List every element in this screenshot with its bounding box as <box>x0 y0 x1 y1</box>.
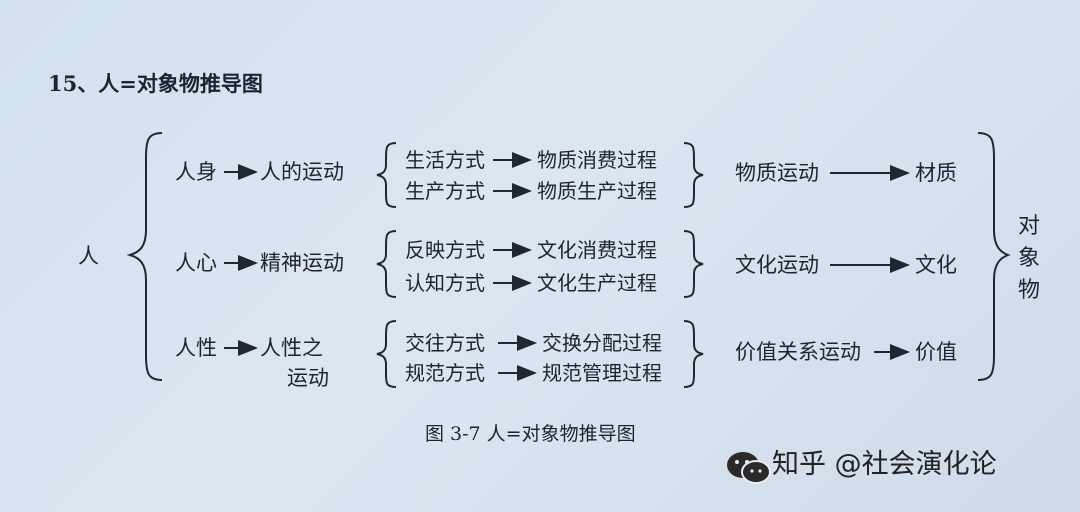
row2-mode1: 反映方式 <box>405 238 485 262</box>
row2-movement: 精神运动 <box>260 251 344 275</box>
row3-mode2: 规范方式 <box>405 361 485 385</box>
row3-right-brace <box>683 320 704 388</box>
row2-result: 文化 <box>915 253 957 277</box>
row1-right-brace <box>683 142 704 208</box>
row3-mode1: 交往方式 <box>405 331 485 355</box>
row1-mode1: 生活方式 <box>405 148 485 172</box>
row3-movement-line1: 人性之 <box>260 336 323 360</box>
watermark-text: 知乎 @社会演化论 <box>772 449 997 480</box>
row3-movement-line2: 运动 <box>287 366 329 390</box>
row1-source: 人身 <box>175 160 217 184</box>
row2-source: 人心 <box>175 251 217 275</box>
root-node: 人 <box>78 244 99 268</box>
target-char-1: 对 <box>1018 214 1041 239</box>
row1-left-brace <box>376 142 397 208</box>
row3-aggregate: 价值关系运动 <box>735 340 861 364</box>
figure-caption: 图 3-7 人=对象物推导图 <box>425 423 636 445</box>
row2-process2: 文化生产过程 <box>537 271 657 295</box>
row2-mode2: 认知方式 <box>405 271 485 295</box>
row3-result: 价值 <box>915 340 957 364</box>
row3-left-brace <box>376 320 397 388</box>
root-brace <box>126 132 163 381</box>
target-brace <box>977 132 1011 381</box>
row2-right-brace <box>683 230 704 298</box>
row1-mode2: 生产方式 <box>405 179 485 203</box>
row3-process1: 交换分配过程 <box>542 331 662 355</box>
row3-process2: 规范管理过程 <box>542 361 662 385</box>
page-title: 15、人=对象物推导图 <box>48 71 263 96</box>
row1-process1: 物质消费过程 <box>537 148 657 172</box>
target-char-3: 物 <box>1018 278 1041 303</box>
row1-process2: 物质生产过程 <box>537 179 657 203</box>
target-char-2: 象 <box>1018 246 1041 271</box>
row2-left-brace <box>376 230 397 298</box>
row1-aggregate: 物质运动 <box>735 161 819 185</box>
row2-aggregate: 文化运动 <box>735 253 819 277</box>
row1-movement: 人的运动 <box>260 160 344 184</box>
row1-result: 材质 <box>915 161 957 185</box>
row2-process1: 文化消费过程 <box>537 238 657 262</box>
row3-source: 人性 <box>175 336 217 360</box>
wechat-icon <box>727 452 771 484</box>
